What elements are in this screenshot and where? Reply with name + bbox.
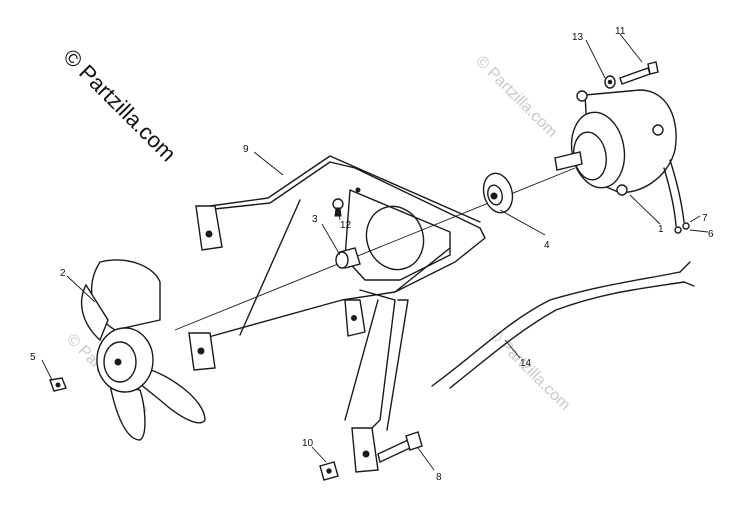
callout-11: 11	[615, 26, 626, 37]
callout-12: 12	[340, 220, 352, 231]
callout-5: 5	[30, 352, 36, 363]
motor-washer	[604, 75, 616, 89]
fan-nut	[49, 377, 67, 392]
foot-bolt	[377, 431, 423, 463]
small-nut	[332, 198, 344, 217]
spacer	[335, 247, 361, 269]
watermark-faint-1: © Partzilla.com	[472, 53, 560, 141]
callout-14: 14	[520, 358, 532, 369]
rubber-mount	[482, 172, 514, 214]
wire-terminals	[674, 222, 690, 234]
fan-motor	[554, 89, 685, 227]
shaft-centerline	[174, 167, 576, 331]
callout-7: 7	[702, 213, 708, 224]
wiring-harness	[431, 261, 695, 389]
callout-1: 1	[658, 224, 664, 235]
callout-8: 8	[436, 472, 442, 483]
callout-4: 4	[544, 240, 550, 251]
foot-nut	[319, 461, 339, 481]
callout-13: 13	[572, 32, 584, 43]
bracket-frame	[188, 155, 486, 473]
callout-10: 10	[302, 438, 314, 449]
callout-2: 2	[60, 268, 66, 279]
callout-3: 3	[312, 214, 318, 225]
leader-lines	[41, 33, 709, 471]
watermark-faint-3: © Partzilla.com	[485, 326, 573, 414]
callout-6: 6	[708, 229, 714, 240]
fan-blade	[80, 259, 206, 441]
callout-9: 9	[243, 144, 249, 155]
motor-bolt	[619, 61, 659, 85]
watermark-main: © Partzilla.com	[58, 44, 181, 167]
